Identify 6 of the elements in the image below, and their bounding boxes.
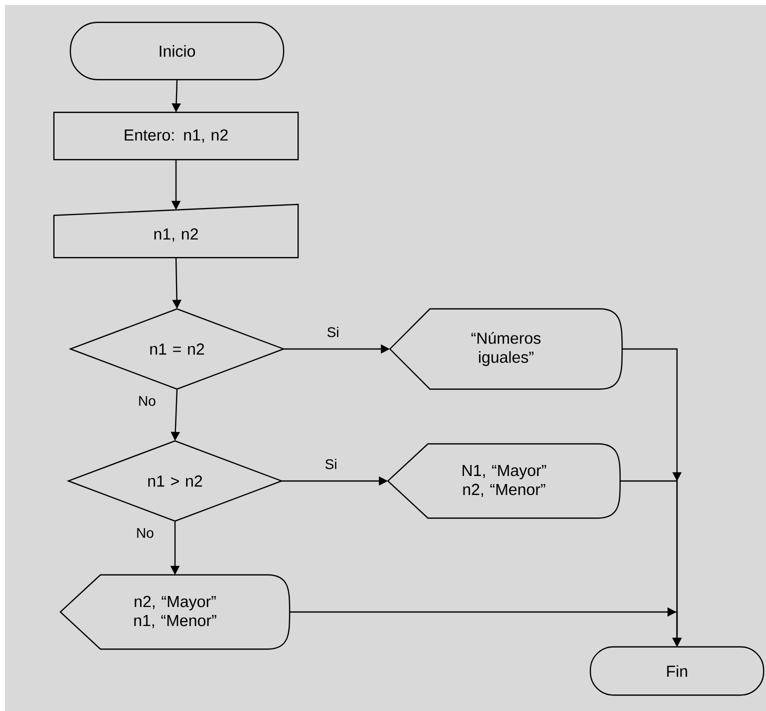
edge-label: Si [325,458,336,470]
edge-label: Si [327,326,338,338]
process-box: Entero: n1, n2 [53,112,299,160]
edge-label: No [139,396,156,406]
edge-label: No [137,528,154,538]
input-box: n1, n2 [53,204,299,258]
